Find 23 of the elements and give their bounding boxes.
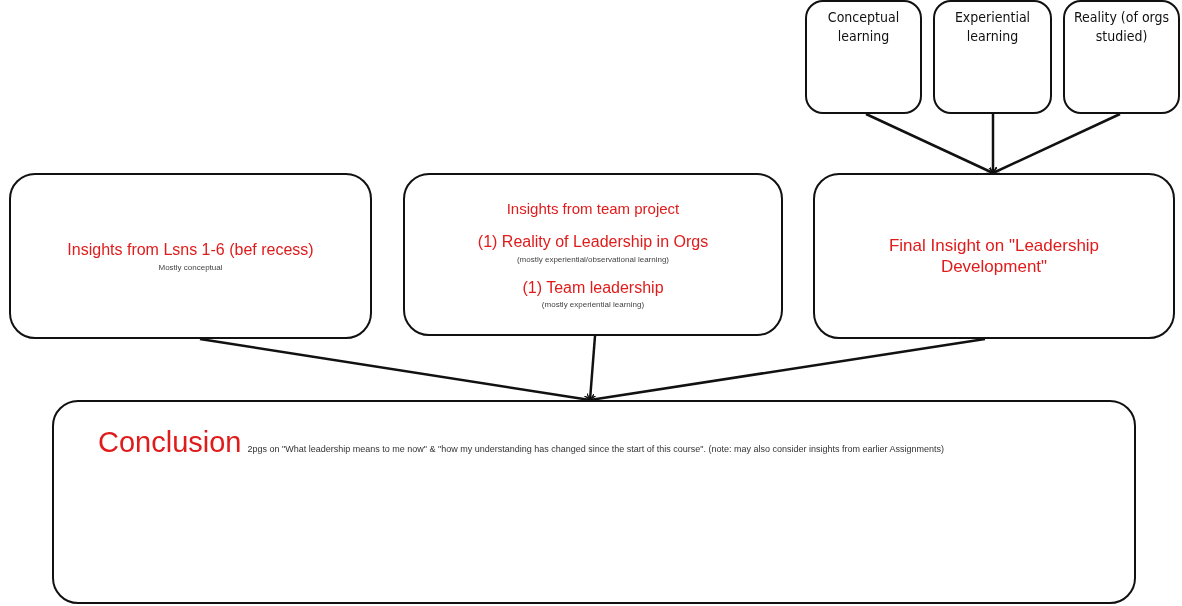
box-heading: Final Insight on "Leadership Development" — [887, 234, 1101, 278]
arrow — [586, 335, 597, 402]
box-heading: (1) Team leadership — [522, 277, 664, 297]
box-heading: Conclusion — [98, 426, 242, 458]
box-label: Reality (of orgs studied) — [1072, 8, 1171, 46]
arrow — [991, 112, 1121, 175]
rounded-box — [813, 173, 1175, 339]
rounded-box — [805, 0, 922, 114]
box-note: (mostly experiential/observational learning) — [516, 254, 670, 264]
box-description: 2pgs on "What leadership means to me now" & "how my understanding has changed since the start of this course". (note: may also consider insights from earlier Assignments) — [247, 444, 945, 454]
box-label: Experiential learning — [953, 8, 1032, 46]
box-heading: Insights from Lsns 1-6 (bef recess) — [67, 240, 314, 260]
box-note: Mostly conceptual — [158, 262, 223, 272]
rounded-box — [9, 173, 372, 339]
rounded-box — [403, 173, 783, 336]
box-note: (mostly experiential learning) — [541, 299, 645, 309]
box-heading: Insights from team project — [506, 200, 680, 219]
rounded-box — [933, 0, 1052, 114]
arrow — [865, 112, 995, 175]
rounded-box — [52, 400, 1136, 604]
rounded-box — [1063, 0, 1180, 114]
box-heading: (1) Reality of Leadership in Orgs — [477, 232, 709, 252]
box-label: Conceptual learning — [826, 8, 901, 46]
